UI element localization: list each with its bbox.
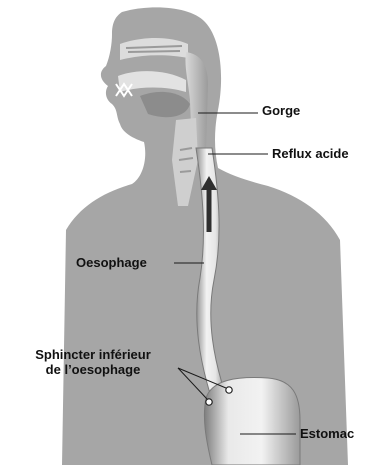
label-oesophage: Oesophage — [76, 255, 147, 270]
label-sphincter-line2: de l’oesophage — [14, 362, 172, 377]
label-gorge: Gorge — [262, 103, 300, 118]
label-sphincter: Sphincter inférieur de l’oesophage — [14, 347, 172, 377]
sphincter-marker-right — [226, 387, 232, 393]
label-reflux-acide: Reflux acide — [272, 146, 349, 161]
sphincter-marker-left — [206, 399, 212, 405]
stomach — [204, 378, 300, 465]
label-sphincter-line1: Sphincter inférieur — [14, 347, 172, 362]
label-estomac: Estomac — [300, 426, 354, 441]
